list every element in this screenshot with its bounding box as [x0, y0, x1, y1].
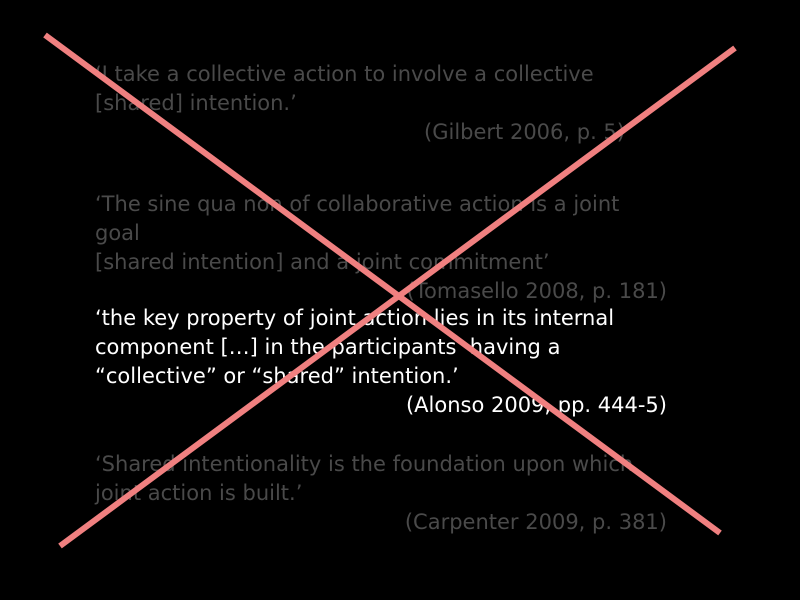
quote-tomasello: ‘The sine qua non of collaborative actio…	[95, 190, 667, 306]
quote-gilbert: ‘I take a collective action to involve a…	[95, 60, 625, 147]
quote-carpenter: ‘Shared intentionality is the foundation…	[95, 450, 667, 537]
quote-alonso: ‘the key property of joint action lies i…	[95, 304, 667, 420]
quote-text: ‘I take a collective action to involve a…	[95, 62, 594, 115]
quote-citation: (Tomasello 2008, p. 181)	[406, 279, 667, 303]
quote-citation: (Alonso 2009, pp. 444-5)	[405, 393, 667, 417]
quote-text: ‘The sine qua non of collaborative actio…	[95, 192, 620, 274]
quote-citation: (Carpenter 2009, p. 381)	[404, 510, 667, 534]
quote-citation: (Gilbert 2006, p. 5)	[424, 120, 625, 144]
quote-text: ‘Shared intentionality is the foundation…	[95, 452, 634, 505]
quote-text: ‘the key property of joint action lies i…	[95, 306, 615, 388]
